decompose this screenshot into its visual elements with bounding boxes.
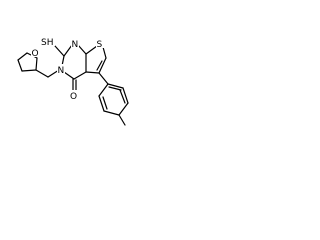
thiol-bond [54,45,65,57]
aryl-bond [98,72,109,85]
pyrimidinone-ring [61,44,87,80]
thiophene-sulfur-label: S [97,40,103,50]
thiophene-ring [85,45,107,74]
nitrogen-3-label: N [58,66,65,76]
methylene-linker-bond [35,69,49,78]
nitrogen-1-label: N [72,40,79,50]
ring-oxygen-label: O [32,49,39,59]
molecule-structure: O SH O N N S [17,36,129,126]
thiol-label: SH [41,38,53,48]
methyl-bond [118,114,126,126]
tetrahydrofuran-ring [17,52,38,72]
tolyl-ring [98,83,129,116]
carbonyl-oxygen-label: O [70,92,77,102]
